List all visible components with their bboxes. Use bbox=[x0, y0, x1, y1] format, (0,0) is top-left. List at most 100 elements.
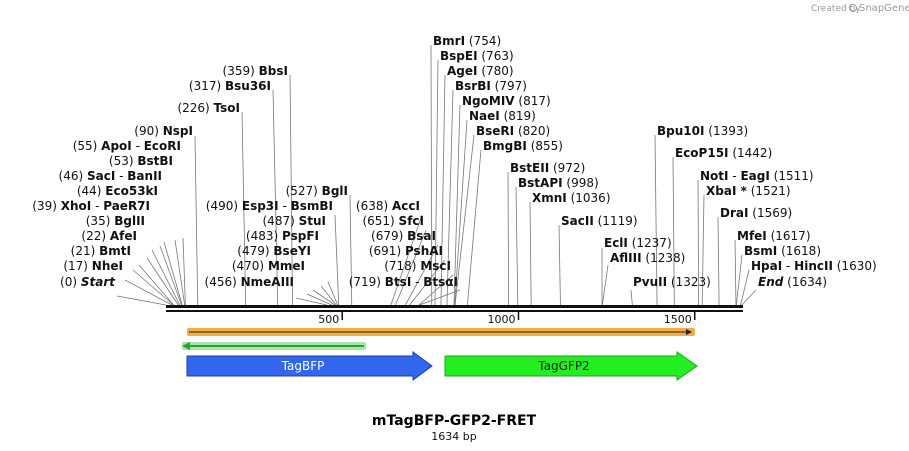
site-label[interactable]: BseRI (820) bbox=[476, 124, 550, 138]
site-enzyme-name: BsrBI bbox=[455, 79, 491, 93]
site-leader-line bbox=[349, 194, 353, 306]
site-position: (483) bbox=[246, 229, 278, 243]
site-position: (46) bbox=[59, 169, 84, 183]
site-enzyme-name-2: PaeR7I bbox=[103, 199, 150, 213]
site-label[interactable]: (651) SfcI bbox=[362, 214, 424, 228]
site-label[interactable]: (53) BstBI bbox=[109, 154, 173, 168]
site-label[interactable]: (226) TsoI bbox=[177, 101, 240, 115]
site-position: (817) bbox=[518, 94, 550, 108]
snapgene-logo-icon bbox=[849, 4, 857, 12]
site-label[interactable]: BstAPI (998) bbox=[518, 176, 599, 190]
site-label[interactable]: AgeI (780) bbox=[447, 64, 514, 78]
site-label[interactable]: EclI (1237) bbox=[604, 236, 672, 250]
site-label[interactable]: (17) NheI bbox=[63, 259, 123, 273]
site-enzyme-name-2: EcoRI bbox=[144, 139, 181, 153]
site-label[interactable]: BstEII (972) bbox=[510, 161, 585, 175]
site-label[interactable]: (55) ApoI - EcoRI bbox=[73, 139, 181, 153]
site-leader-line bbox=[312, 289, 336, 306]
site-label[interactable]: (679) BsaI bbox=[371, 229, 436, 243]
site-enzyme-name: Start bbox=[81, 275, 116, 289]
site-label[interactable]: NgoMIV (817) bbox=[462, 94, 551, 108]
site-label[interactable]: (35) BglII bbox=[86, 214, 145, 228]
site-label[interactable]: (487) StuI bbox=[263, 214, 327, 228]
site-leader-line bbox=[289, 74, 293, 306]
site-enzyme-name: MmeI bbox=[268, 259, 305, 273]
site-label[interactable]: BmrI (754) bbox=[433, 34, 501, 48]
site-label[interactable]: AflIII (1238) bbox=[610, 251, 685, 265]
site-leader-line bbox=[701, 194, 705, 306]
site-position: (470) bbox=[232, 259, 264, 273]
site-enzyme-name: BmgBI bbox=[483, 139, 527, 153]
site-leader-line bbox=[194, 135, 199, 306]
site-label[interactable]: (90) NspI bbox=[134, 124, 193, 138]
site-leader-line bbox=[558, 224, 561, 306]
site-label[interactable]: (44) Eco53kI bbox=[77, 184, 158, 198]
site-leader-line bbox=[454, 119, 468, 306]
site-label[interactable]: XbaI * (1521) bbox=[706, 184, 791, 198]
site-leader-line bbox=[334, 214, 340, 306]
site-enzyme-name: XhoI bbox=[61, 199, 92, 213]
site-label[interactable]: XmnI (1036) bbox=[532, 191, 611, 205]
site-label[interactable]: (527) BglI bbox=[286, 184, 348, 198]
site-leader-line bbox=[734, 239, 737, 306]
site-label[interactable]: (483) PspFI bbox=[246, 229, 319, 243]
site-label[interactable]: DraI (1569) bbox=[720, 206, 792, 220]
site-label[interactable]: (456) NmeAIII bbox=[205, 275, 294, 289]
site-label[interactable]: BsrBI (797) bbox=[455, 79, 527, 93]
site-position: (1442) bbox=[732, 146, 772, 160]
site-label[interactable]: (0) Start bbox=[60, 275, 116, 289]
site-label[interactable]: (479) BseYI bbox=[237, 244, 311, 258]
site-label[interactable]: (718) MscI bbox=[384, 259, 451, 273]
site-leader-line bbox=[182, 237, 186, 306]
site-label[interactable]: (317) Bsu36I bbox=[189, 79, 271, 93]
site-label[interactable]: PvuII (1323) bbox=[633, 275, 711, 289]
site-enzyme-name: BsaI bbox=[407, 229, 436, 243]
site-enzyme-name: BseYI bbox=[273, 244, 311, 258]
site-label[interactable]: HpaI - HincII (1630) bbox=[751, 259, 877, 273]
site-label[interactable]: EcoP15I (1442) bbox=[675, 146, 772, 160]
site-label[interactable]: SacII (1119) bbox=[561, 214, 638, 228]
feature-tagbfp[interactable]: TagBFP bbox=[186, 351, 433, 381]
site-enzyme-name: BsmI bbox=[744, 244, 777, 258]
site-leader-line bbox=[717, 216, 720, 306]
site-label[interactable]: End (1634) bbox=[758, 275, 827, 289]
site-label[interactable]: (719) BtsI - BtsαI bbox=[349, 275, 458, 289]
orange-region-bar bbox=[187, 328, 695, 336]
site-position: (21) bbox=[71, 244, 96, 258]
site-label[interactable]: BspEI (763) bbox=[440, 49, 514, 63]
site-label[interactable]: MfeI (1617) bbox=[737, 229, 811, 243]
site-position: (1630) bbox=[837, 259, 877, 273]
site-label[interactable]: BmgBI (855) bbox=[483, 139, 563, 153]
site-leader-line bbox=[146, 257, 179, 306]
site-leader-line bbox=[735, 254, 743, 306]
site-leader-lines bbox=[116, 44, 757, 306]
site-label[interactable]: (359) BbsI bbox=[223, 64, 288, 78]
site-leader-line bbox=[306, 293, 332, 306]
map-length: 1634 bp bbox=[431, 430, 476, 443]
site-label[interactable]: (21) BmtI bbox=[71, 244, 131, 258]
site-label[interactable]: (22) AfeI bbox=[81, 229, 137, 243]
site-leader-line bbox=[174, 239, 186, 306]
ruler-tick-label: 1000 bbox=[488, 313, 516, 326]
site-label[interactable]: (39) XhoI - PaeR7I bbox=[32, 199, 150, 213]
site-position: (1618) bbox=[781, 244, 821, 258]
site-position: (819) bbox=[504, 109, 536, 123]
site-label[interactable]: (638) AccI bbox=[356, 199, 420, 213]
site-position: (638) bbox=[356, 199, 388, 213]
site-label[interactable]: (46) SacI - BanII bbox=[59, 169, 162, 183]
site-enzyme-name: End bbox=[758, 275, 784, 289]
site-position: (754) bbox=[469, 34, 501, 48]
site-label[interactable]: (470) MmeI bbox=[232, 259, 305, 273]
site-label[interactable]: BsmI (1618) bbox=[744, 244, 821, 258]
site-label[interactable]: NaeI (819) bbox=[469, 109, 536, 123]
site-label[interactable]: (691) PshAI bbox=[369, 244, 443, 258]
site-label[interactable]: (490) Esp3I - BsmBI bbox=[206, 199, 333, 213]
map-title: mTagBFP-GFP2-FRET bbox=[372, 413, 537, 429]
site-leader-line bbox=[132, 269, 174, 306]
site-enzyme-name: AgeI bbox=[447, 64, 477, 78]
green-region-bar bbox=[182, 342, 366, 350]
site-position: (719) bbox=[349, 275, 381, 289]
site-label[interactable]: NotI - EagI (1511) bbox=[700, 169, 814, 183]
site-label[interactable]: Bpu10I (1393) bbox=[657, 124, 748, 138]
feature-taggfp2[interactable]: TagGFP2 bbox=[444, 351, 698, 381]
